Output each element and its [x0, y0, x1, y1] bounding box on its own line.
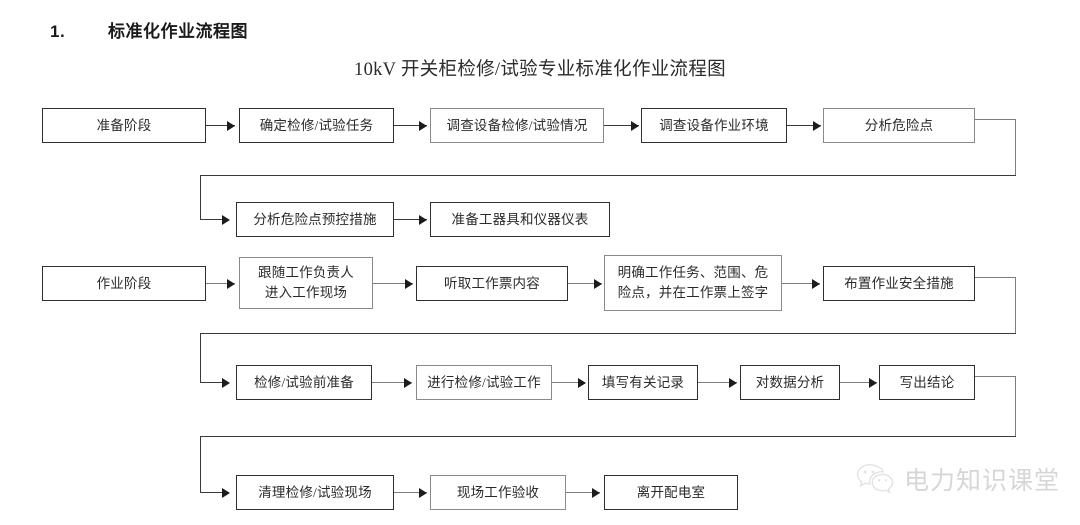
heading-number: 1.	[50, 22, 66, 41]
flow-node-n17: 写出结论	[879, 365, 975, 400]
edge-n3-n4	[604, 125, 639, 126]
arrow-n4-n5	[813, 120, 821, 131]
flow-node-n4: 调查设备作业环境	[641, 108, 787, 143]
flow-node-n11: 明确工作任务、范围、危 险点，并在工作票上签字	[604, 255, 782, 311]
edge-n12-n13-bottom	[200, 333, 1016, 334]
flow-node-n12: 布置作业安全措施	[823, 266, 975, 301]
edge-n11-n12	[782, 283, 820, 284]
edge-n5-n6-enter	[200, 219, 228, 220]
flow-node-n8: 作业阶段	[42, 266, 206, 301]
arrow-n3-n4	[631, 120, 639, 131]
edge-n17-n18-right	[1015, 376, 1016, 436]
page-heading: 1. 标准化作业流程图	[50, 17, 248, 42]
edge-n12-n13-right	[1015, 277, 1016, 334]
arrow-n11-n12	[812, 278, 820, 289]
edge-n17-n18-bottom	[200, 436, 1016, 437]
edge-n13-n14	[372, 382, 412, 383]
edge-n4-n5	[787, 125, 821, 126]
edge-n10-n11	[568, 283, 602, 284]
flow-node-n3: 调查设备检修/试验情况	[430, 108, 604, 143]
flow-node-n10: 听取工作票内容	[416, 266, 568, 301]
arrow-n8-n9	[227, 278, 235, 289]
flow-node-n18: 清理检修/试验现场	[236, 475, 394, 510]
edge-n19-n20	[566, 492, 600, 493]
flow-node-n9: 跟随工作负责人 进入工作现场	[239, 257, 373, 309]
arrow-n13-n14	[404, 377, 412, 388]
arrow-n12-n13	[222, 377, 230, 388]
edge-n15-n16	[698, 382, 737, 383]
wechat-icon	[856, 464, 894, 494]
edge-n12-n13-top	[975, 277, 1016, 278]
flow-node-n14: 进行检修/试验工作	[416, 365, 552, 400]
arrow-n1-n2	[227, 120, 235, 131]
edge-n17-n18-top	[975, 376, 1016, 377]
edge-n5-n6-left	[200, 175, 201, 219]
edge-n18-n19	[394, 492, 427, 493]
arrow-n6-n7	[419, 214, 427, 225]
edge-n17-n18-left	[200, 436, 201, 492]
edge-n2-n3	[394, 125, 427, 126]
flow-node-n13: 检修/试验前准备	[236, 365, 372, 400]
flow-node-n20: 离开配电室	[604, 475, 738, 510]
edge-n12-n13-enter	[200, 382, 228, 383]
edge-n5-n6-top	[975, 119, 1016, 120]
flow-node-n9-label: 跟随工作负责人 进入工作现场	[258, 265, 354, 300]
flow-node-n2: 确定检修/试验任务	[239, 108, 394, 143]
arrow-n14-n15	[578, 377, 586, 388]
edge-n5-n6-right	[1015, 119, 1016, 176]
flow-node-n6: 分析危险点预控措施	[236, 202, 394, 237]
arrow-n18-n19	[419, 487, 427, 498]
flow-node-n1: 准备阶段	[42, 108, 206, 143]
chart-title: 10kV 开关柜检修/试验专业标准化作业流程图	[354, 60, 726, 80]
arrow-n10-n11	[594, 278, 602, 289]
edge-n14-n15	[552, 382, 585, 383]
edge-n8-n9	[206, 283, 235, 284]
arrow-n2-n3	[419, 120, 427, 131]
arrow-n17-n18	[222, 487, 230, 498]
edge-n6-n7	[394, 219, 427, 220]
arrow-n15-n16	[729, 377, 737, 388]
edge-n17-n18-enter	[200, 492, 228, 493]
watermark-text: 电力知识课堂	[903, 468, 1060, 495]
flow-node-n16: 对数据分析	[740, 365, 840, 400]
edge-n16-n17	[840, 382, 877, 383]
watermark: 电力知识课堂	[855, 461, 1060, 497]
arrow-n16-n17	[869, 377, 877, 388]
flow-node-n7: 准备工器具和仪器仪表	[430, 202, 610, 237]
edge-n12-n13-left	[200, 333, 201, 382]
arrow-n19-n20	[592, 487, 600, 498]
edge-n9-n10	[373, 283, 413, 284]
edge-n1-n2	[206, 125, 235, 126]
flow-node-n5: 分析危险点	[823, 108, 975, 143]
flow-node-n11-label: 明确工作任务、范围、危 险点，并在工作票上签字	[617, 265, 769, 300]
edge-n5-n6-bottom	[200, 175, 1016, 176]
arrow-n9-n10	[405, 278, 413, 289]
flow-node-n15: 填写有关记录	[588, 365, 698, 400]
arrow-n5-n6	[222, 214, 230, 225]
heading-text: 标准化作业流程图	[108, 22, 248, 41]
flow-node-n19: 现场工作验收	[430, 475, 566, 510]
